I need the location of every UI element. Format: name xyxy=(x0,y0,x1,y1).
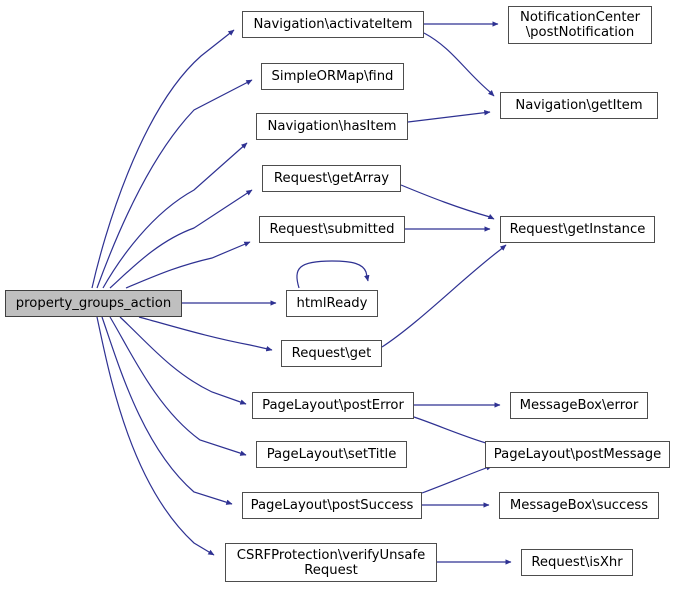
graph-node-label: Request\isXhr xyxy=(531,555,623,570)
graph-edge-postError-to-postMessage xyxy=(413,416,493,446)
graph-node-label: Navigation\activateItem xyxy=(253,17,413,32)
graph-node-label: Request\getInstance xyxy=(509,222,646,237)
graph-edge-root-to-verifyUnsafe xyxy=(96,316,215,556)
graph-edge-get-to-getInstance xyxy=(381,244,507,348)
graph-node-label: PageLayout\setTitle xyxy=(266,447,397,462)
graph-node-label: CSRFProtection\verifyUnsafe Request xyxy=(236,547,426,578)
graph-node-postMessage[interactable]: PageLayout\postMessage xyxy=(485,441,670,468)
graph-node-label: PageLayout\postError xyxy=(262,398,404,413)
graph-node-label: Request\getArray xyxy=(273,171,390,186)
graph-node-label: Navigation\getItem xyxy=(515,98,643,113)
graph-node-label: PageLayout\postSuccess xyxy=(250,498,414,513)
graph-node-label: htmlReady xyxy=(296,296,368,311)
graph-node-verifyUnsafe[interactable]: CSRFProtection\verifyUnsafe Request xyxy=(225,543,437,582)
graph-node-label: property_groups_action xyxy=(15,296,172,311)
graph-edge-root-to-postError xyxy=(119,316,247,405)
graph-node-getArray[interactable]: Request\getArray xyxy=(262,165,401,192)
graph-node-mbSuccess[interactable]: MessageBox\success xyxy=(499,492,659,519)
graph-edge-root-to-getArray xyxy=(109,189,253,289)
graph-edge-root-to-find xyxy=(96,79,253,289)
graph-edge-hasItem-to-getItem xyxy=(407,109,491,123)
graph-node-get[interactable]: Request\get xyxy=(281,340,382,367)
graph-node-isXhr[interactable]: Request\isXhr xyxy=(521,549,633,576)
graph-node-postNotification[interactable]: NotificationCenter \postNotification xyxy=(508,6,652,44)
graph-edge-postSuccess-to-postMessage xyxy=(421,465,493,494)
graph-edge-root-to-activateItem xyxy=(91,29,235,289)
graph-node-label: NotificationCenter \postNotification xyxy=(519,10,641,40)
graph-node-postError[interactable]: PageLayout\postError xyxy=(252,392,414,419)
graph-node-setTitle[interactable]: PageLayout\setTitle xyxy=(256,441,407,468)
graph-edge-root-to-submitted xyxy=(125,241,251,289)
graph-node-hasItem[interactable]: Navigation\hasItem xyxy=(256,113,408,140)
graph-edge-activateItem-to-getItem xyxy=(423,32,495,97)
graph-edge-root-to-setTitle xyxy=(109,316,247,456)
graph-node-getInstance[interactable]: Request\getInstance xyxy=(500,216,655,243)
graph-node-getItem[interactable]: Navigation\getItem xyxy=(500,92,658,119)
graph-node-label: MessageBox\error xyxy=(519,398,639,413)
graph-node-htmlReady[interactable]: htmlReady xyxy=(286,290,378,317)
graph-node-label: PageLayout\postMessage xyxy=(493,447,662,462)
graph-edge-root-to-get xyxy=(138,316,273,352)
graph-edge-htmlReady-to-htmlReady xyxy=(296,260,370,289)
graph-edge-getArray-to-getInstance xyxy=(400,184,495,220)
graph-node-label: Request\submitted xyxy=(269,222,395,237)
graph-node-activateItem[interactable]: Navigation\activateItem xyxy=(242,11,424,38)
graph-edge-root-to-postSuccess xyxy=(101,316,233,505)
graph-node-mbError[interactable]: MessageBox\error xyxy=(510,392,648,419)
graph-node-label: SimpleORMap\find xyxy=(271,69,394,84)
graph-node-label: Navigation\hasItem xyxy=(267,119,397,134)
graph-node-submitted[interactable]: Request\submitted xyxy=(259,216,405,243)
graph-node-postSuccess[interactable]: PageLayout\postSuccess xyxy=(242,492,422,519)
graph-node-label: MessageBox\success xyxy=(509,498,649,513)
graph-edge-root-to-hasItem xyxy=(102,142,248,289)
graph-node-label: Request\get xyxy=(291,346,372,361)
graph-node-root[interactable]: property_groups_action xyxy=(5,290,182,317)
graph-node-find[interactable]: SimpleORMap\find xyxy=(261,63,404,90)
